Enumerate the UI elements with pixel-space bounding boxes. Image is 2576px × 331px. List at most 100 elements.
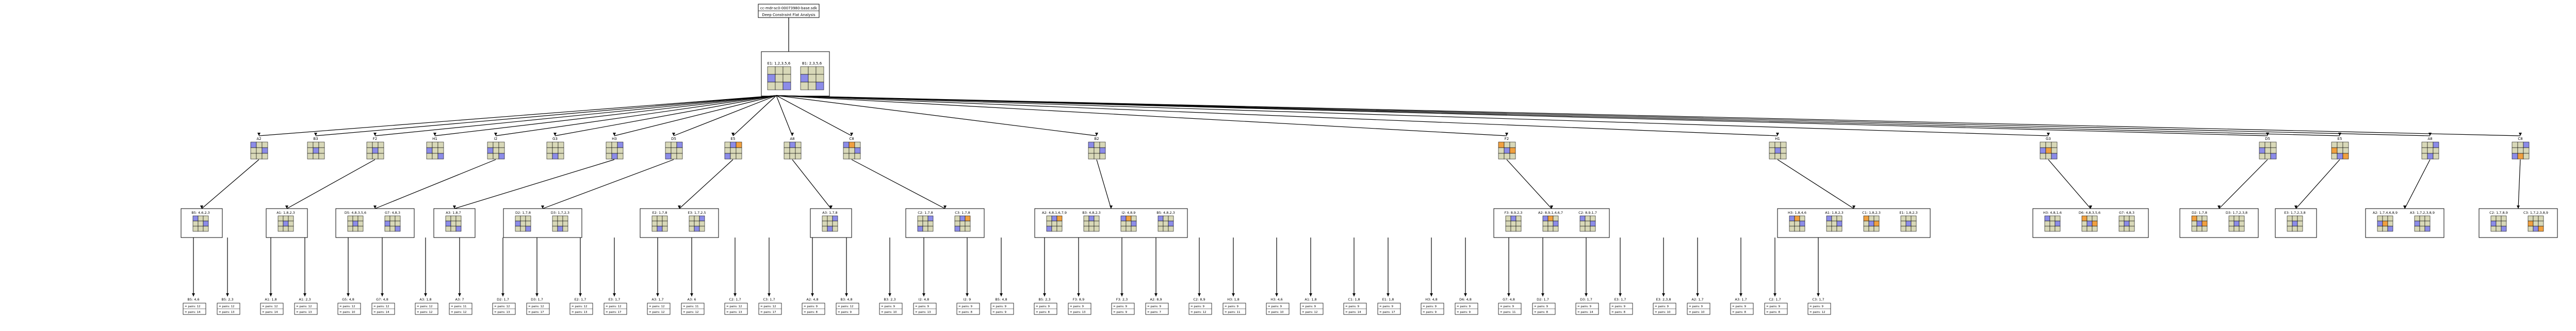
grid-cell	[2421, 147, 2428, 154]
grid-cell	[1774, 153, 1781, 160]
node-label: C8	[849, 137, 854, 141]
grid-cell	[2129, 226, 2135, 232]
arrowhead	[1662, 293, 1665, 296]
grid-cell	[2045, 141, 2052, 148]
leaf-label: B3: 2,3	[884, 297, 895, 302]
grid-cell	[849, 141, 855, 148]
edge-root-level1	[776, 95, 2268, 136]
leaf-pairs-secondary: = pairs: 17	[528, 311, 544, 314]
leaf-pairs-secondary: = pairs: 13	[296, 311, 312, 314]
grid-cell	[775, 74, 784, 83]
arrowhead	[453, 206, 456, 209]
leaf-label: A1: 1,8	[265, 297, 276, 302]
grid-cell	[2496, 220, 2502, 227]
grid-cell	[2424, 226, 2431, 232]
leaf-node: A3: 1,8= pairs: 12= pairs: 12	[415, 297, 438, 315]
edge-root-level1	[776, 95, 2521, 136]
arrowhead	[943, 206, 947, 209]
grid-cell	[671, 141, 677, 148]
grid-cell	[775, 82, 784, 90]
grid-cell	[959, 226, 966, 232]
node-label: G3	[2046, 137, 2051, 141]
leaf-pairs-secondary: = pairs: 14	[1345, 311, 1361, 314]
leaf-pairs-secondary: = pairs: 9	[1457, 311, 1471, 314]
grid-cell	[558, 141, 564, 148]
grid-cell	[192, 215, 199, 222]
leaf-pairs: = pairs: 12	[373, 305, 389, 308]
grid-cell	[1515, 215, 1522, 222]
leaf-pairs-secondary: = pairs: 8	[1766, 311, 1780, 314]
grid-cell	[736, 147, 742, 154]
leaf-pairs: = pairs: 9	[1500, 305, 1514, 308]
grid-cell	[1826, 215, 1832, 222]
leaf-node: B5: 2,3= pairs: 9= pairs: 8	[1034, 297, 1057, 315]
arrowhead	[2403, 206, 2406, 209]
leaf-pairs-secondary: = pairs: 9	[1113, 311, 1127, 314]
grid-cell	[1094, 153, 1100, 160]
grid-cell	[1120, 226, 1127, 232]
grid-cell	[455, 220, 462, 227]
grid-cell	[676, 153, 683, 160]
level2-node: A2: 4,8,1,6,7,9	[1042, 211, 1067, 232]
group-frame	[2479, 208, 2558, 238]
leaf-label: C3: 1,7	[763, 297, 775, 302]
leaf-node: E2: 1,7= pairs: 12= pairs: 13	[569, 297, 593, 315]
grid-cell	[2239, 220, 2245, 227]
node-label: D3: 1,7,2,3,8	[2226, 211, 2247, 215]
leaf-pairs-secondary: = pairs: 14	[1577, 311, 1593, 314]
leaf-node: B3: 2,3= pairs: 9= pairs: 10	[879, 297, 903, 315]
leaf-pairs: = pairs: 12	[726, 305, 742, 308]
grid-cell	[562, 215, 568, 222]
leaf-label: F3: 2,3	[1116, 297, 1128, 302]
grid-cell	[552, 226, 558, 232]
leaf-pairs-secondary: = pairs: 8	[1732, 311, 1746, 314]
grid-cell	[617, 147, 624, 154]
leaf-node: D2: 1,7= pairs: 9= pairs: 8	[1532, 297, 1556, 315]
grid-cell	[2124, 226, 2130, 232]
grid-cell	[318, 141, 325, 148]
grid-cell	[1099, 141, 1106, 148]
arrowhead	[733, 293, 737, 296]
grid-cell	[1099, 153, 1106, 160]
grid-cell	[1542, 220, 1548, 227]
grid-cell	[2233, 226, 2240, 232]
grid-cell	[384, 226, 390, 232]
grid-cell	[784, 147, 790, 154]
leaf-pairs: = pairs: 9	[1655, 305, 1669, 308]
leaf-pairs-secondary: = pairs: 14	[262, 311, 278, 314]
edge-root-level1	[495, 95, 777, 136]
node-label: A8	[2427, 137, 2432, 141]
leaf-pairs-secondary: = pairs: 12	[417, 311, 432, 314]
leaf-pairs: = pairs: 12	[296, 305, 312, 308]
leaf-label: A3: 6	[688, 297, 696, 302]
grid-cell	[2342, 147, 2349, 154]
grid-cell	[816, 74, 824, 83]
grid-cell	[2228, 220, 2235, 227]
level2-node: G7: 4,8,3	[2118, 211, 2135, 232]
arrowhead	[2519, 133, 2522, 136]
leaf-node: A2: 4,8= pairs: 9= pairs: 8	[802, 297, 825, 315]
grid-cell	[2331, 147, 2338, 154]
grid-cell	[1900, 220, 1906, 227]
node-label: A3: 1,7,8	[822, 211, 837, 215]
grid-cell	[1094, 220, 1100, 227]
grid-cell	[694, 226, 700, 232]
grid-cell	[1505, 215, 1511, 222]
grid-cell	[450, 215, 456, 222]
grid-cell	[2259, 141, 2265, 148]
level2-node: D6: 4,8,3,5,6	[2079, 211, 2100, 232]
grid-cell	[493, 153, 499, 160]
grid-cell	[2382, 226, 2388, 232]
node-label: I2: 4,8,9	[1122, 211, 1136, 215]
grid-cell	[552, 220, 558, 227]
leaf-label: B5: 4,6	[187, 297, 199, 302]
grid-cell	[2118, 215, 2125, 222]
leaf-label: D2: 1,7	[1537, 297, 1549, 302]
grid-cell	[1088, 215, 1095, 222]
grid-cell	[437, 153, 444, 160]
leaf-label: H3: 4,6	[1270, 297, 1283, 302]
grid-cell	[1051, 215, 1057, 222]
leaf-pairs: = pairs: 9	[1732, 305, 1746, 308]
